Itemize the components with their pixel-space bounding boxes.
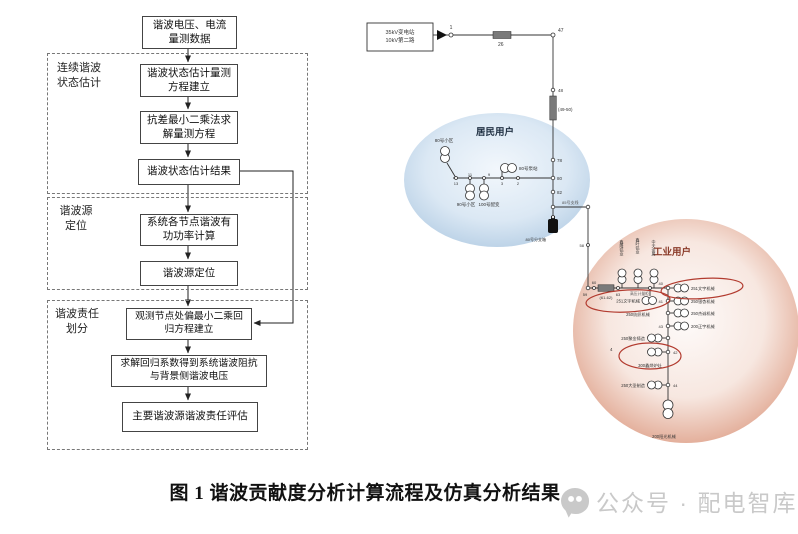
node-label: 40 [659, 281, 664, 286]
watermark: 公众号 · 配电智库 [561, 484, 797, 518]
node-label: 11 [468, 172, 473, 177]
node-label: 48 [558, 88, 564, 93]
transformer-label: 80号小区 [435, 137, 454, 144]
node-label: 47 [558, 28, 564, 34]
nodes [448, 32, 671, 388]
highlight-ellipse-1 [660, 277, 744, 300]
cabinet-label: 高压计量柜 [630, 291, 649, 296]
flow-box-least-squares: 抗差最小二乘法求 解量测方程 [140, 111, 238, 144]
line-segment-49 [549, 95, 557, 121]
transformer-label: 250杰诚机械 [691, 310, 716, 317]
transformer-label: 300鑫烨炉灶 [638, 362, 662, 369]
transformer-label: 250纺织机械 [626, 311, 651, 318]
segment-label: 26 [498, 42, 504, 48]
node-label: 44 [673, 383, 678, 388]
transformer-label: 中天金属 [652, 239, 657, 257]
node-label: 13 [454, 181, 459, 186]
flow-box-responsibility-eval: 主要谐波源谐波责任评估 [122, 402, 258, 432]
node-label: 43 [659, 324, 664, 329]
highlight-ellipse-2 [585, 289, 671, 313]
node-label: 2 [517, 181, 520, 186]
residential-region [404, 113, 590, 247]
substation: 35kV变电站 10kV第二路 [366, 22, 447, 52]
node-label: 60 [592, 280, 597, 285]
node-label: 4 [610, 347, 613, 352]
watermark-text: 公众号 · 配电智库 [596, 490, 798, 516]
highlight-ellipses [585, 277, 744, 370]
flow-box-active-power: 系统各节点谐波有 功功率计算 [140, 214, 238, 246]
flow-box-regression-coeff: 求解回归系数得到系统谐波阻抗 与背景侧谐波电压 [111, 355, 267, 387]
transformer-label: 250大圣制造 [621, 382, 646, 389]
transformer-label: 90号小区 [457, 201, 476, 208]
transformer-label: 鑫叶铝业 [636, 237, 641, 254]
flow-box-source-location: 谐波源定位 [140, 261, 238, 286]
section-label-3: 谐波责任 划分 [55, 308, 99, 336]
node-label: 42 [673, 350, 678, 355]
segment-label: (49-50) [558, 107, 573, 112]
wechat-icon [561, 488, 589, 514]
feedback-line [238, 170, 294, 326]
flow-box-input-data: 谐波电压、电流 量测数据 [142, 16, 237, 49]
distribution-box-icon [548, 219, 558, 233]
substation-label-2: 10kV第二路 [385, 36, 415, 44]
substation-label-1: 35kV变电站 [385, 28, 415, 36]
line-segment-26 [492, 31, 512, 39]
flow-box-pls-regression: 观测节点处偏最小二乘回 归方程建立 [126, 308, 252, 340]
network-labels: 居民用户 工业用户 1 26 47 48 (49-50) 78 80 82 85… [435, 25, 716, 440]
highlight-ellipse-3 [618, 342, 682, 370]
transformer-label: 251文宇机械 [616, 298, 641, 305]
segment-label: (61-62) [600, 295, 614, 300]
node-label: 63 [616, 292, 621, 297]
node-label: 78 [557, 158, 563, 163]
source-arrow-icon [437, 30, 447, 40]
transformer-label: 250银杏机械 [691, 298, 716, 305]
industrial-region [573, 219, 798, 443]
node-label: 80 [557, 176, 563, 181]
node-label: 9 [488, 172, 491, 177]
device-label: 80号分支箱 [526, 236, 546, 242]
section-label-2: 谐波源 定位 [59, 205, 93, 233]
section-state-estimation [47, 53, 308, 194]
flow-box-estimation-result: 谐波状态估计结果 [138, 159, 240, 185]
transformer-label: 251文宇机械 [691, 285, 716, 292]
transformer-label: 100号配变 [478, 201, 500, 208]
section-responsibility [47, 300, 308, 450]
industrial-region-title: 工业用户 [653, 246, 691, 258]
transformer-label: 80号泵站 [519, 165, 538, 172]
node-label: 3 [501, 181, 504, 186]
node-label: 59 [583, 292, 588, 297]
section-label-1: 连续谐波 状态估计 [57, 62, 101, 90]
branch-label: 85号支线 [562, 199, 578, 205]
transformers [440, 146, 689, 419]
line-segment-61 [597, 284, 615, 292]
transformer-label: 250聚金铸造 [621, 335, 646, 342]
figure-caption: 图 1 谐波贡献度分析计算流程及仿真分析结果 [169, 483, 561, 504]
transformer-label: 200阳光机械 [652, 433, 677, 440]
residential-region-title: 居民用户 [476, 126, 514, 138]
node-label: 41 [659, 299, 664, 304]
flow-box-measure-equation: 谐波状态估计量测 方程建立 [140, 64, 238, 97]
transformer-label: 200正宇机械 [691, 323, 716, 330]
transformer-label: 鑫隆铝业 [620, 239, 625, 256]
flowchart-arrows [185, 47, 294, 401]
node-label: 82 [557, 190, 563, 195]
node-label: 1 [450, 25, 453, 31]
section-source-location [47, 197, 308, 290]
node-label: 58 [580, 243, 585, 248]
